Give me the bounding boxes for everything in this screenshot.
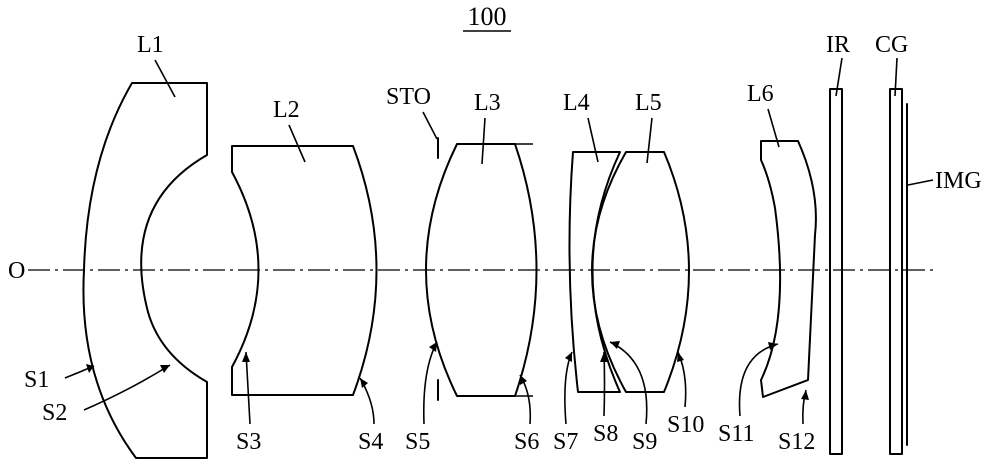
lens-label-l4: L4 bbox=[563, 90, 590, 116]
leader-l4 bbox=[588, 118, 598, 162]
lens-label-l1: L1 bbox=[137, 32, 164, 58]
surface-label-s10: S10 bbox=[667, 412, 704, 438]
lens-label-l6: L6 bbox=[747, 81, 774, 107]
surface-label-s4: S4 bbox=[358, 429, 383, 455]
lens-l4 bbox=[569, 152, 620, 392]
leader-s3 bbox=[246, 352, 250, 424]
leader-l5 bbox=[647, 118, 652, 163]
lens-label-l2: L2 bbox=[273, 97, 300, 123]
ir-filter bbox=[830, 89, 842, 454]
leader-l3 bbox=[482, 118, 485, 164]
leader-s11 bbox=[739, 344, 778, 416]
surface-label-s11: S11 bbox=[718, 421, 754, 447]
leader-s2 bbox=[84, 365, 170, 410]
arrow-s2 bbox=[160, 365, 170, 373]
cover-glass bbox=[890, 89, 902, 454]
arrow-s3 bbox=[242, 352, 250, 362]
surface-label-s6: S6 bbox=[514, 429, 539, 455]
ir-label: IR bbox=[826, 32, 850, 58]
arrow-s10 bbox=[677, 352, 684, 362]
axis-label: O bbox=[8, 258, 25, 284]
leader-l2 bbox=[289, 125, 305, 162]
surface-label-s2: S2 bbox=[42, 400, 67, 426]
lens-l6 bbox=[761, 141, 816, 397]
figure-number: 100 bbox=[468, 2, 507, 31]
leader-l1 bbox=[155, 60, 175, 97]
leader-cg bbox=[895, 58, 897, 96]
leader-s7 bbox=[565, 352, 572, 424]
leader-img bbox=[908, 180, 933, 185]
surface-label-s8: S8 bbox=[593, 421, 618, 447]
surface-label-s7: S7 bbox=[553, 429, 578, 455]
stop-label: STO bbox=[386, 84, 431, 110]
lens-label-l3: L3 bbox=[474, 90, 501, 116]
leader-stop bbox=[423, 112, 437, 139]
arrow-s9 bbox=[610, 341, 620, 349]
surface-label-s3: S3 bbox=[236, 429, 261, 455]
cg-label: CG bbox=[875, 32, 908, 58]
leader-s5 bbox=[424, 342, 437, 424]
lens-label-l5: L5 bbox=[635, 90, 662, 116]
surface-label-s5: S5 bbox=[405, 429, 430, 455]
surface-label-s12: S12 bbox=[778, 429, 815, 455]
surface-label-s9: S9 bbox=[632, 429, 657, 455]
surface-label-s1: S1 bbox=[24, 367, 49, 393]
img-label: IMG bbox=[935, 168, 982, 194]
